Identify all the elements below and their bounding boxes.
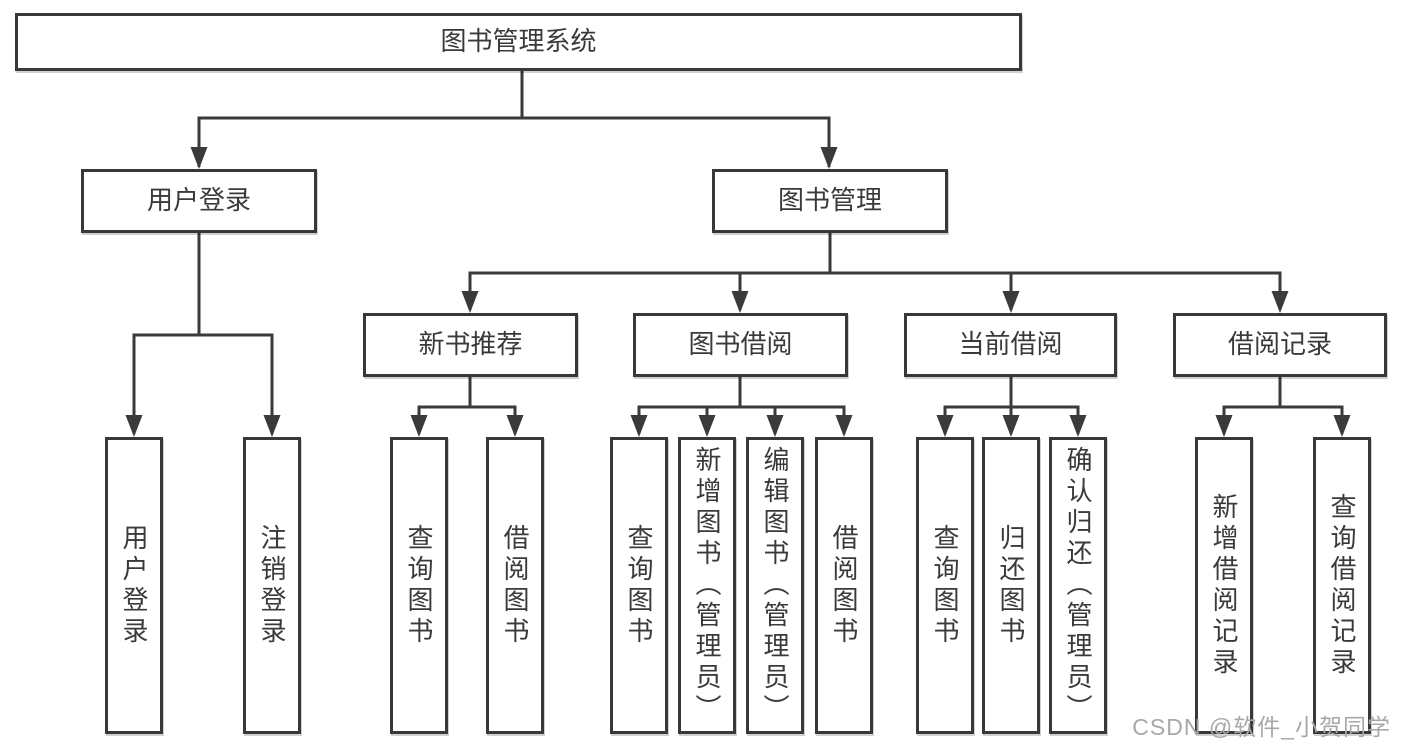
node-new-book-recommend: 新书推荐 xyxy=(363,313,578,377)
node-bb-edit-books-admin: 编辑图书（管理员） xyxy=(746,437,804,734)
node-cb-confirm-return-admin: 确认归还（管理员） xyxy=(1049,437,1107,734)
node-bb-query-books: 查询图书 xyxy=(610,437,668,734)
node-br-add-record: 新增借阅记录 xyxy=(1195,437,1253,734)
node-nbr-query-books: 查询图书 xyxy=(390,437,448,734)
connector-book-borrow-split xyxy=(637,377,846,434)
connector-borrow-records-split xyxy=(1222,377,1344,434)
arrowhead xyxy=(506,415,524,437)
node-bb-add-books-admin: 新增图书（管理员） xyxy=(678,437,736,734)
arrowhead xyxy=(1271,291,1289,313)
arrowhead xyxy=(936,415,954,437)
node-book-management: 图书管理 xyxy=(712,169,948,233)
connector-level1-bar xyxy=(197,116,831,167)
arrowhead xyxy=(766,415,784,437)
node-bb-borrow-books: 借阅图书 xyxy=(815,437,873,734)
arrowhead xyxy=(630,415,648,437)
arrowhead xyxy=(1002,415,1020,437)
node-library-system: 图书管理系统 xyxy=(15,13,1022,71)
node-user-login: 用户登录 xyxy=(81,169,317,233)
connector-user-login-split xyxy=(132,233,274,434)
watermark: CSDN @软件_小贺同学 xyxy=(1132,714,1391,740)
arrowhead xyxy=(1069,415,1087,437)
arrowhead xyxy=(835,415,853,437)
arrowhead xyxy=(1002,291,1020,313)
arrowhead xyxy=(1215,415,1233,437)
node-borrow-records: 借阅记录 xyxy=(1173,313,1387,377)
arrowhead xyxy=(820,147,838,169)
node-book-borrow: 图书借阅 xyxy=(633,313,848,377)
arrowhead xyxy=(731,291,749,313)
arrowhead xyxy=(698,415,716,437)
arrowhead xyxy=(461,291,479,313)
arrowhead xyxy=(125,415,143,437)
node-nbr-borrow-books: 借阅图书 xyxy=(486,437,544,734)
node-logout-leaf: 注销登录 xyxy=(243,437,301,734)
node-br-query-record: 查询借阅记录 xyxy=(1313,437,1371,734)
node-cb-return-books: 归还图书 xyxy=(982,437,1040,734)
arrowhead xyxy=(190,147,208,169)
connector-new-book-split xyxy=(417,377,517,434)
connector-book-management-split xyxy=(468,233,1282,310)
node-current-borrow: 当前借阅 xyxy=(904,313,1117,377)
arrowhead xyxy=(1333,415,1351,437)
arrowhead xyxy=(263,415,281,437)
node-cb-query-books: 查询图书 xyxy=(916,437,974,734)
arrowhead xyxy=(410,415,428,437)
node-user-login-leaf: 用户登录 xyxy=(105,437,163,734)
